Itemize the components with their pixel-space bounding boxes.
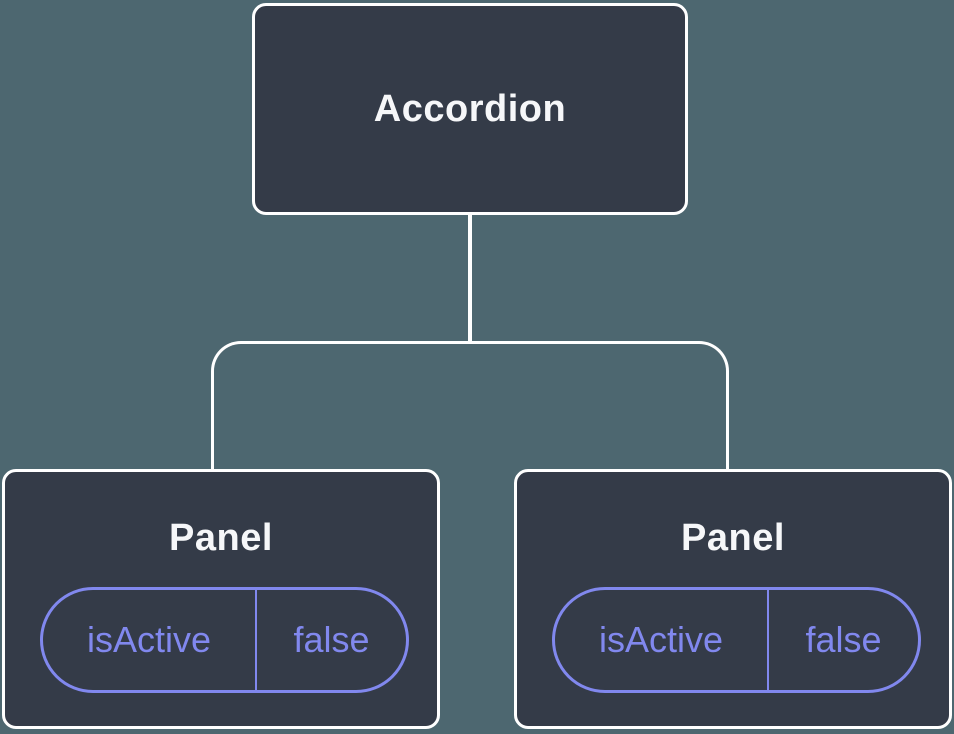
accordion-node-label: Accordion bbox=[373, 87, 567, 130]
state-value: false bbox=[805, 619, 882, 660]
panel-label: Panel bbox=[169, 517, 273, 559]
state-key: isActive bbox=[43, 590, 257, 690]
state-pill: isActive false bbox=[40, 587, 409, 693]
panel-label: Panel bbox=[681, 517, 785, 559]
state-key: isActive bbox=[555, 590, 769, 690]
connector-bracket bbox=[211, 341, 729, 470]
connector-stem bbox=[468, 213, 472, 344]
panel-node-left: Panel isActive false bbox=[2, 469, 440, 729]
state-value: false bbox=[293, 619, 370, 660]
state-pill: isActive false bbox=[552, 587, 921, 693]
accordion-node: Accordion bbox=[252, 3, 688, 215]
panel-node-right: Panel isActive false bbox=[514, 469, 952, 729]
